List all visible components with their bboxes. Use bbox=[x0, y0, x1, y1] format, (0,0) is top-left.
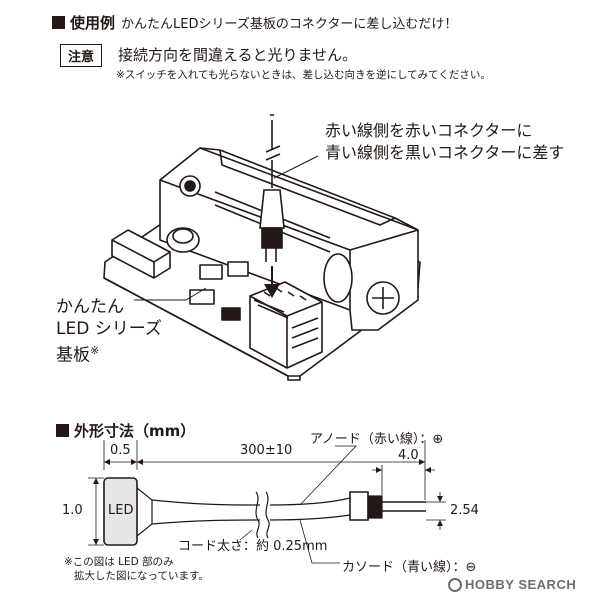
board-label: かんたん LED シリーズ 基板※ bbox=[56, 297, 162, 366]
led-note: ※この図は LED 部のみ 拡大した図になっています。 bbox=[64, 556, 209, 582]
led-label: LED bbox=[108, 503, 134, 518]
usage-heading-tail: かんたんLEDシリーズ基板のコネクターに差し込むだけ！ bbox=[121, 17, 458, 32]
heading-square-icon bbox=[52, 16, 65, 29]
anode-label: アノード（赤い線）：⊕ bbox=[310, 432, 444, 447]
dim-300: 300±10 bbox=[240, 443, 293, 458]
dim-2-54: 2.54 bbox=[450, 503, 479, 518]
caution-badge: 注意 bbox=[60, 44, 103, 67]
heading-square-icon bbox=[56, 424, 69, 437]
dimensions-heading: 外形寸法（mm） bbox=[56, 420, 195, 441]
cord-label: コード太さ：約 0.25mm bbox=[178, 539, 328, 554]
callout-text: 赤い線側を赤いコネクターに 青い線側を黒いコネクターに差す bbox=[325, 121, 565, 162]
usage-heading: 使用例かんたんLEDシリーズ基板のコネクターに差し込むだけ！ bbox=[52, 12, 457, 33]
dim-4-0: 4.0 bbox=[398, 448, 419, 463]
hobby-search-logo: HOBBY SEARCH bbox=[448, 574, 576, 593]
dim-1-0: 1.0 bbox=[62, 503, 83, 518]
dim-0-5: 0.5 bbox=[110, 443, 131, 458]
logo-mark-icon bbox=[448, 578, 462, 592]
caution-text: 接続方向を間違えると光りません。 bbox=[118, 46, 358, 64]
caution-subtext: ※スイッチを入れても光らないときは、差し込む向きを逆にしてみてください。 bbox=[116, 69, 491, 81]
cathode-label: カソード（青い線）：⊖ bbox=[342, 560, 477, 575]
